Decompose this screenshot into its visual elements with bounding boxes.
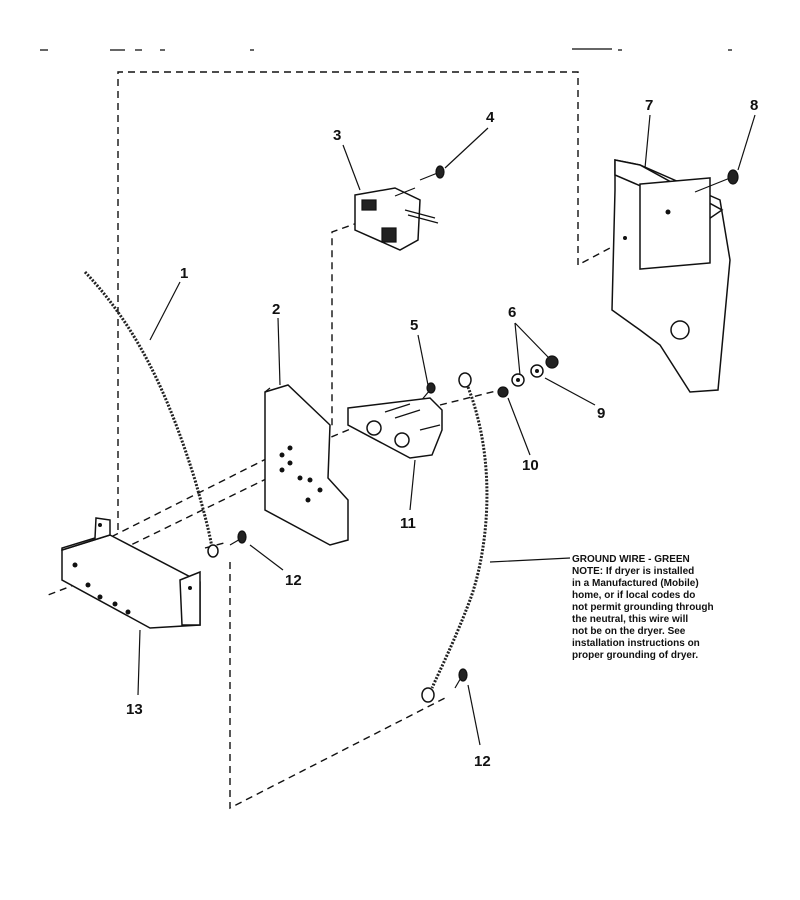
- callout-12b: 12: [474, 753, 491, 770]
- nuts-and-washers: [497, 355, 559, 398]
- note-line-0: GROUND WIRE - GREEN: [572, 554, 690, 565]
- callout-9: 9: [597, 405, 605, 422]
- note-line-8: proper grounding of dryer.: [572, 650, 698, 661]
- part-1-wire: [83, 270, 219, 558]
- callout-4: 4: [486, 109, 495, 126]
- note-line-5: the neutral, this wire will: [572, 614, 688, 625]
- part-4-screw: [419, 165, 445, 181]
- ground-wire-note: GROUND WIRE - GREEN NOTE: If dryer is in…: [572, 554, 714, 661]
- part-12-screws: [229, 530, 468, 689]
- callout-6: 6: [508, 304, 516, 321]
- callout-labels: 1 2 3 4 5 6 7 8 9 10 11 12 12 13: [126, 97, 758, 770]
- note-line-7: installation instructions on: [572, 638, 700, 649]
- callout-5: 5: [410, 317, 418, 334]
- note-line-4: not permit grounding through: [572, 602, 714, 613]
- part-13-bracket: [61, 517, 201, 629]
- callout-11: 11: [400, 515, 416, 532]
- callout-2: 2: [272, 301, 280, 318]
- callout-3: 3: [333, 127, 341, 144]
- callout-10: 10: [522, 457, 539, 474]
- scan-artifacts: [40, 48, 732, 51]
- part-7-panel: [611, 159, 731, 393]
- assembly-lines: [47, 71, 626, 810]
- ground-wire: [421, 372, 489, 703]
- callout-12a: 12: [285, 572, 302, 589]
- part-8-screw: [694, 169, 739, 193]
- part-11-terminal-block: [347, 397, 443, 459]
- note-line-2: in a Manufactured (Mobile): [572, 578, 699, 589]
- callout-8: 8: [750, 97, 758, 114]
- callout-13: 13: [126, 701, 143, 718]
- callout-7: 7: [645, 97, 653, 114]
- part-2-bracket: [264, 384, 349, 546]
- leader-lines: [137, 114, 756, 746]
- note-line-3: home, or if local codes do: [572, 590, 695, 601]
- note-line-1: NOTE: If dryer is installed: [572, 566, 694, 577]
- part-3-terminal-block: [354, 187, 439, 251]
- callout-1: 1: [180, 265, 188, 282]
- note-line-6: not be on the dryer. See: [572, 626, 686, 637]
